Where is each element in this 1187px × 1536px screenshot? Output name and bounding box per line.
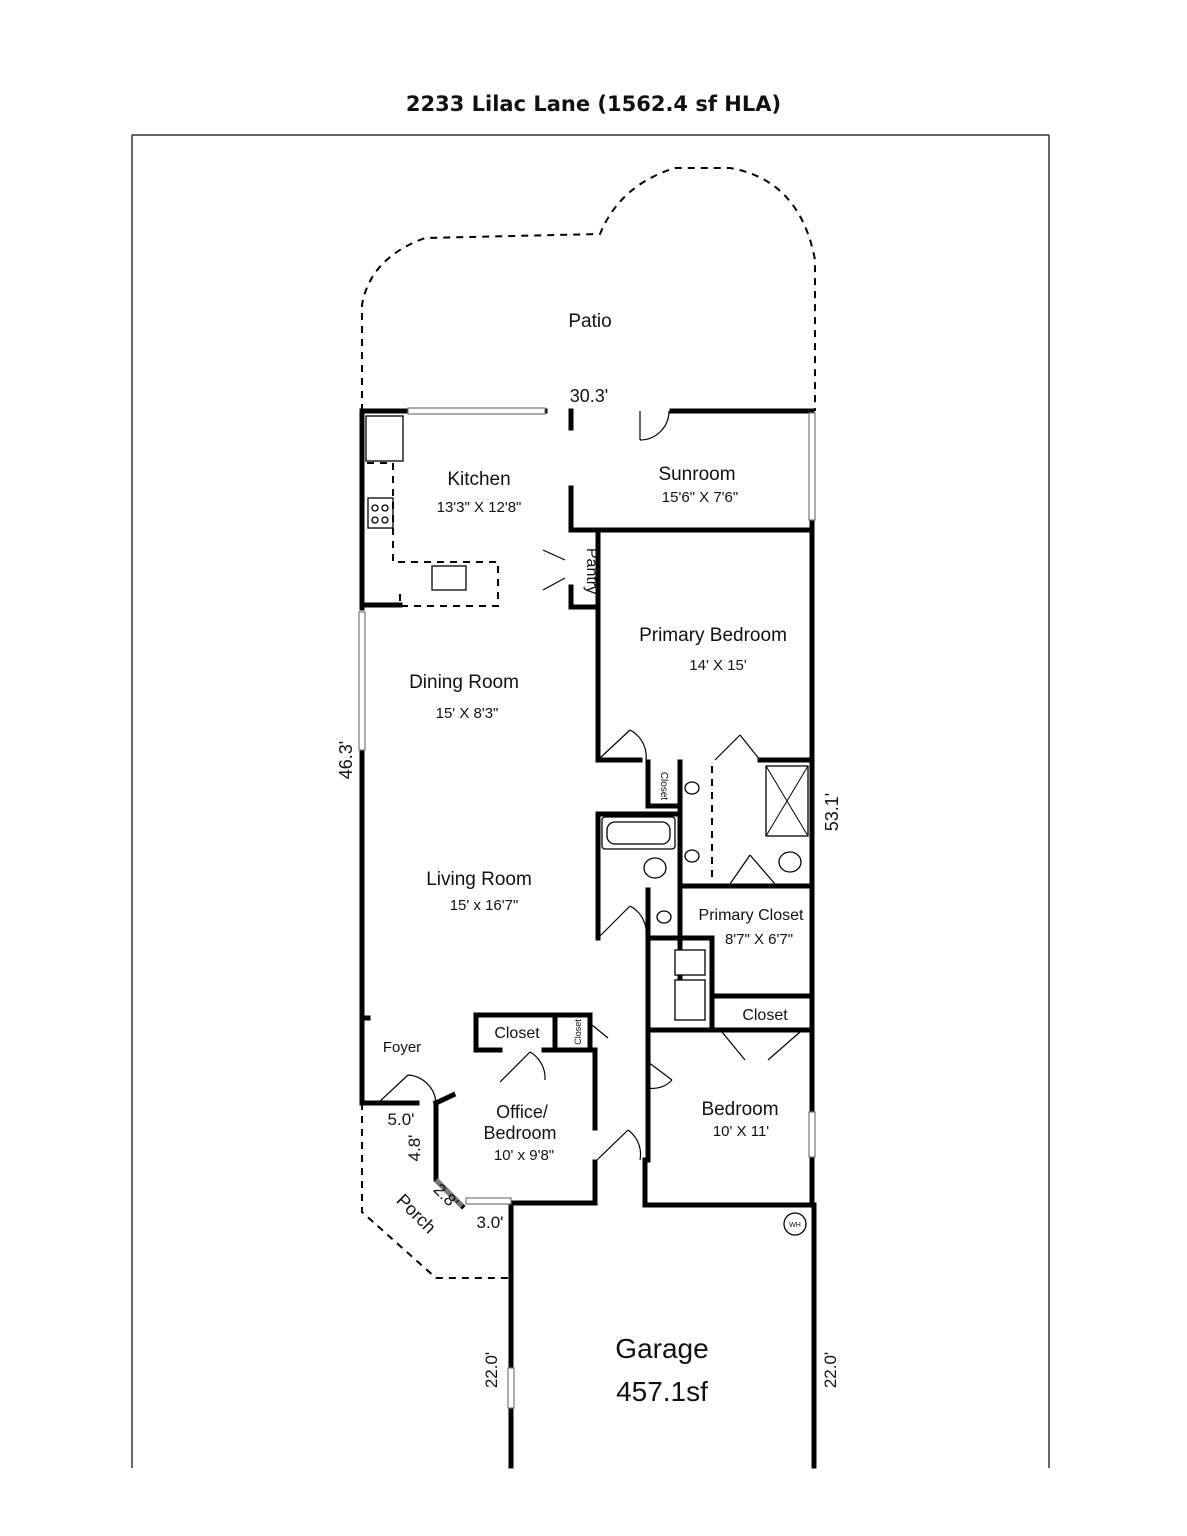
water-heater-icon bbox=[783, 1212, 807, 1236]
dim-left: 46.3' bbox=[336, 741, 356, 779]
foyer-label: Foyer bbox=[383, 1039, 421, 1056]
dim-right: 53.1' bbox=[822, 793, 842, 831]
office-label: Office/ bbox=[496, 1102, 548, 1122]
dim-garage-right: 22.0' bbox=[821, 1352, 840, 1388]
dim-porch-28: 2.8' bbox=[430, 1180, 462, 1212]
windows bbox=[358, 407, 816, 1409]
kitchen-dim: 13'3" X 12'8" bbox=[437, 499, 522, 516]
dim-porch-30: 3.0' bbox=[477, 1213, 504, 1232]
dim-porch-5: 5.0' bbox=[388, 1110, 415, 1129]
dimension-labels: 30.3' 46.3' 53.1' 5.0' 4.8' 2.8' 3.0' 22… bbox=[336, 386, 842, 1388]
garage-area: 457.1sf bbox=[616, 1376, 708, 1407]
bedroom-label: Bedroom bbox=[701, 1099, 778, 1120]
garage-label: Garage bbox=[615, 1333, 708, 1364]
patio-label: Patio bbox=[568, 311, 611, 332]
porch-outline bbox=[361, 1103, 511, 1279]
bath-fixtures bbox=[601, 765, 809, 1236]
sunroom-label: Sunroom bbox=[658, 464, 735, 485]
porch-label: Porch bbox=[393, 1190, 440, 1237]
sunroom-dim: 15'6" X 7'6" bbox=[662, 489, 738, 506]
interior-walls bbox=[359, 408, 815, 1163]
plan-title: 2233 Lilac Lane (1562.4 sf HLA) bbox=[405, 92, 782, 116]
closet-foyer-label: Closet bbox=[494, 1025, 540, 1042]
office-dim: 10' x 9'8" bbox=[494, 1147, 554, 1164]
dim-garage-left: 22.0' bbox=[482, 1352, 501, 1388]
page-frame bbox=[131, 134, 1050, 1468]
closet-bedroom-label: Closet bbox=[742, 1007, 788, 1024]
kitchen-fixtures bbox=[365, 415, 499, 607]
room-labels: Patio Kitchen 13'3" X 12'8" Sunroom 15'6… bbox=[383, 311, 804, 1407]
closet-foyer-small-label: Closet bbox=[573, 1019, 583, 1045]
patio-outline bbox=[361, 167, 816, 411]
primary-closet-dim: 8'7" X 6'7" bbox=[725, 931, 793, 948]
water-heater-label: WH bbox=[789, 1222, 801, 1229]
primary-bedroom-label: Primary Bedroom bbox=[639, 625, 787, 646]
office-label-2: Bedroom bbox=[483, 1123, 556, 1143]
living-room-label: Living Room bbox=[426, 869, 532, 890]
pantry-label: Pantry bbox=[583, 548, 600, 594]
kitchen-label: Kitchen bbox=[447, 469, 510, 490]
dining-room-label: Dining Room bbox=[409, 672, 519, 693]
closet-upper-label: Closet bbox=[658, 772, 669, 801]
dim-top: 30.3' bbox=[570, 386, 608, 406]
living-room-dim: 15' x 16'7" bbox=[450, 897, 519, 914]
primary-bedroom-dim: 14' X 15' bbox=[689, 657, 747, 674]
bedroom-dim: 10' X 11' bbox=[713, 1123, 769, 1140]
dining-room-dim: 15' X 8'3" bbox=[436, 705, 499, 722]
primary-closet-label: Primary Closet bbox=[699, 907, 804, 924]
dim-porch-48: 4.8' bbox=[405, 1135, 424, 1162]
door-swings bbox=[377, 410, 801, 1161]
